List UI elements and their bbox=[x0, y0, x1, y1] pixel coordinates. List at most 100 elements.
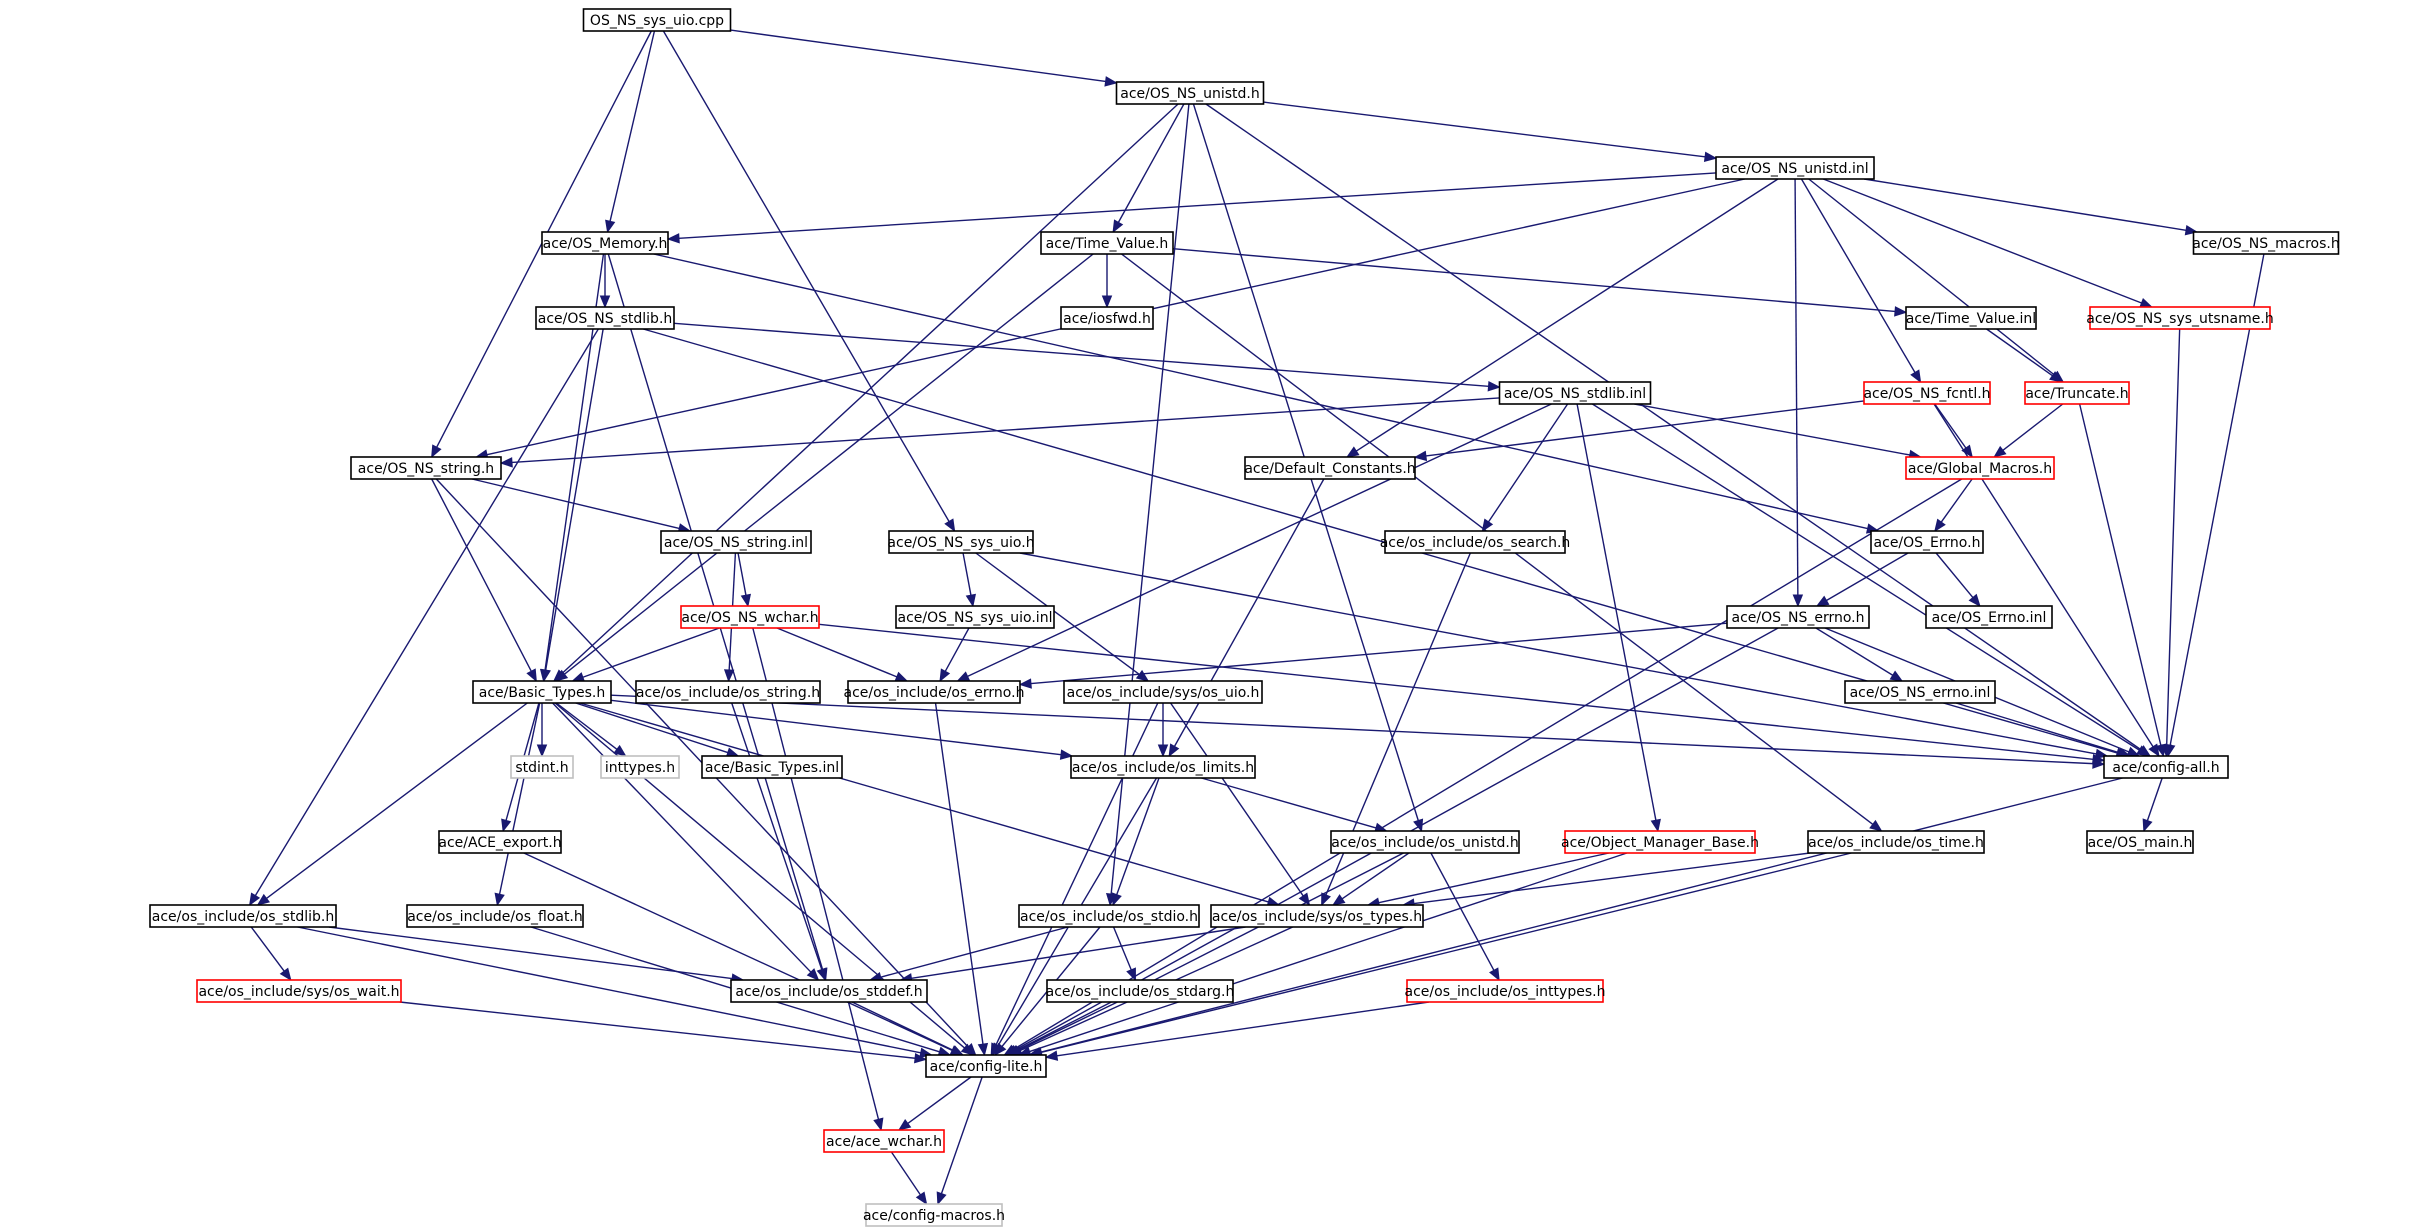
node-box[interactable] bbox=[1046, 979, 1234, 1003]
node-box[interactable] bbox=[1060, 306, 1154, 330]
node-box[interactable] bbox=[1498, 381, 1652, 405]
node-box[interactable] bbox=[2192, 231, 2340, 255]
node-box[interactable] bbox=[701, 755, 843, 779]
node-box[interactable] bbox=[1210, 904, 1424, 928]
node-box[interactable] bbox=[888, 530, 1034, 554]
node-basictypes-h[interactable]: ace/Basic_Types.h bbox=[472, 680, 612, 704]
node-timevalue-inl[interactable]: ace/Time_Value.inl bbox=[1905, 306, 2037, 330]
node-box[interactable] bbox=[1715, 156, 1875, 180]
node-box[interactable] bbox=[1330, 830, 1520, 854]
node-box[interactable] bbox=[1807, 830, 1985, 854]
node-box[interactable] bbox=[895, 605, 1055, 629]
node-syswait-h[interactable]: ace/os_include/sys/os_wait.h bbox=[196, 979, 402, 1003]
node-oserrno-inl[interactable]: ace/OS_Errno.inl bbox=[1925, 605, 2053, 629]
node-configlite-h[interactable]: ace/config-lite.h bbox=[925, 1054, 1047, 1078]
node-sysuio-h[interactable]: ace/OS_NS_sys_uio.h bbox=[887, 530, 1035, 554]
node-osstdlib-h[interactable]: ace/os_include/os_stdlib.h bbox=[149, 904, 337, 928]
node-osinttypes-h[interactable]: ace/os_include/os_inttypes.h bbox=[1405, 979, 1606, 1003]
node-stdlib-inl[interactable]: ace/OS_NS_stdlib.inl bbox=[1498, 381, 1652, 405]
node-globalmacros-h[interactable]: ace/Global_Macros.h bbox=[1905, 456, 2055, 480]
node-box[interactable] bbox=[847, 680, 1021, 704]
node-box[interactable] bbox=[2103, 755, 2229, 779]
node-unistd-h[interactable]: ace/OS_NS_unistd.h bbox=[1115, 81, 1265, 105]
node-utsname-h[interactable]: ace/OS_NS_sys_utsname.h bbox=[2086, 306, 2274, 330]
node-nserrno-inl[interactable]: ace/OS_NS_errno.inl bbox=[1844, 680, 1996, 704]
node-box[interactable] bbox=[1844, 680, 1996, 704]
node-box[interactable] bbox=[1040, 231, 1174, 255]
node-ossearch-h[interactable]: ace/os_include/os_search.h bbox=[1380, 530, 1571, 554]
node-timevalue-h[interactable]: ace/Time_Value.h bbox=[1040, 231, 1174, 255]
node-box[interactable] bbox=[196, 979, 402, 1003]
node-box[interactable] bbox=[1905, 306, 2037, 330]
node-box[interactable] bbox=[1244, 456, 1416, 480]
node-acewchar-h[interactable]: ace/ace_wchar.h bbox=[823, 1129, 945, 1153]
node-box[interactable] bbox=[510, 755, 574, 779]
node-box[interactable] bbox=[2086, 830, 2194, 854]
node-sysosuio-h[interactable]: ace/os_include/sys/os_uio.h bbox=[1063, 680, 1263, 704]
node-macros-h[interactable]: ace/OS_NS_macros.h bbox=[2192, 231, 2340, 255]
node-truncate-h[interactable]: ace/Truncate.h bbox=[2024, 381, 2130, 405]
node-box[interactable] bbox=[1018, 904, 1200, 928]
node-box[interactable] bbox=[730, 979, 928, 1003]
node-osstdio-h[interactable]: ace/os_include/os_stdio.h bbox=[1018, 904, 1200, 928]
node-box[interactable] bbox=[2024, 381, 2130, 405]
node-fcntl-h[interactable]: ace/OS_NS_fcntl.h bbox=[1863, 381, 1991, 405]
node-box[interactable] bbox=[535, 306, 675, 330]
node-stdint-h[interactable]: stdint.h bbox=[510, 755, 574, 779]
node-aceexport-h[interactable]: ace/ACE_export.h bbox=[438, 830, 562, 854]
node-osstddef-h[interactable]: ace/os_include/os_stddef.h bbox=[730, 979, 928, 1003]
node-objmgrbase-h[interactable]: ace/Object_Manager_Base.h bbox=[1561, 830, 1759, 854]
node-box[interactable] bbox=[582, 8, 732, 32]
node-sysuio-inl[interactable]: ace/OS_NS_sys_uio.inl bbox=[895, 605, 1055, 629]
node-stdlib-h[interactable]: ace/OS_NS_stdlib.h bbox=[535, 306, 675, 330]
node-box[interactable] bbox=[1863, 381, 1991, 405]
node-root[interactable]: OS_NS_sys_uio.cpp bbox=[582, 8, 732, 32]
node-osstring-h[interactable]: ace/os_include/os_string.h bbox=[635, 680, 821, 704]
node-box[interactable] bbox=[350, 456, 502, 480]
node-box[interactable] bbox=[680, 605, 820, 629]
node-oserrnoinc-h[interactable]: ace/os_include/os_errno.h bbox=[844, 680, 1025, 704]
node-iosfwd-h[interactable]: ace/iosfwd.h bbox=[1060, 306, 1154, 330]
node-box[interactable] bbox=[1070, 755, 1256, 779]
node-oserrno-h[interactable]: ace/OS_Errno.h bbox=[1870, 530, 1984, 554]
node-basictypes-inl[interactable]: ace/Basic_Types.inl bbox=[701, 755, 843, 779]
node-osunistd-h[interactable]: ace/os_include/os_unistd.h bbox=[1330, 830, 1520, 854]
node-osmain-h[interactable]: ace/OS_main.h bbox=[2086, 830, 2194, 854]
node-oslimits-h[interactable]: ace/os_include/os_limits.h bbox=[1070, 755, 1256, 779]
node-osfloat-h[interactable]: ace/os_include/os_float.h bbox=[406, 904, 584, 928]
node-box[interactable] bbox=[1406, 979, 1604, 1003]
node-box[interactable] bbox=[823, 1129, 945, 1153]
node-box[interactable] bbox=[660, 530, 812, 554]
node-configall-h[interactable]: ace/config-all.h bbox=[2103, 755, 2229, 779]
node-string-h[interactable]: ace/OS_NS_string.h bbox=[350, 456, 502, 480]
node-box[interactable] bbox=[600, 755, 680, 779]
node-box[interactable] bbox=[865, 1203, 1003, 1227]
node-box[interactable] bbox=[438, 830, 562, 854]
node-box[interactable] bbox=[1564, 830, 1756, 854]
node-osstdarg-h[interactable]: ace/os_include/os_stdarg.h bbox=[1046, 979, 1235, 1003]
node-box[interactable] bbox=[149, 904, 337, 928]
node-box[interactable] bbox=[541, 231, 669, 255]
node-box[interactable] bbox=[1063, 680, 1263, 704]
node-wchar-h[interactable]: ace/OS_NS_wchar.h bbox=[680, 605, 820, 629]
node-box[interactable] bbox=[1905, 456, 2055, 480]
node-systypes-h[interactable]: ace/os_include/sys/os_types.h bbox=[1210, 904, 1424, 928]
node-box[interactable] bbox=[1384, 530, 1566, 554]
node-unistd-inl[interactable]: ace/OS_NS_unistd.inl bbox=[1715, 156, 1875, 180]
node-configmacros-h[interactable]: ace/config-macros.h bbox=[863, 1203, 1005, 1227]
node-box[interactable] bbox=[1925, 605, 2053, 629]
node-box[interactable] bbox=[472, 680, 612, 704]
node-box[interactable] bbox=[635, 680, 821, 704]
node-inttypes-h[interactable]: inttypes.h bbox=[600, 755, 680, 779]
node-box[interactable] bbox=[1870, 530, 1984, 554]
node-memory-h[interactable]: ace/OS_Memory.h bbox=[541, 231, 669, 255]
node-defconst-h[interactable]: ace/Default_Constants.h bbox=[1244, 456, 1416, 480]
node-box[interactable] bbox=[1726, 605, 1870, 629]
node-box[interactable] bbox=[1115, 81, 1265, 105]
node-nserrno-h[interactable]: ace/OS_NS_errno.h bbox=[1726, 605, 1870, 629]
node-string-inl[interactable]: ace/OS_NS_string.inl bbox=[660, 530, 812, 554]
node-ostime-h[interactable]: ace/os_include/os_time.h bbox=[1807, 830, 1985, 854]
node-box[interactable] bbox=[406, 904, 584, 928]
node-box[interactable] bbox=[2089, 306, 2271, 330]
node-box[interactable] bbox=[925, 1054, 1047, 1078]
